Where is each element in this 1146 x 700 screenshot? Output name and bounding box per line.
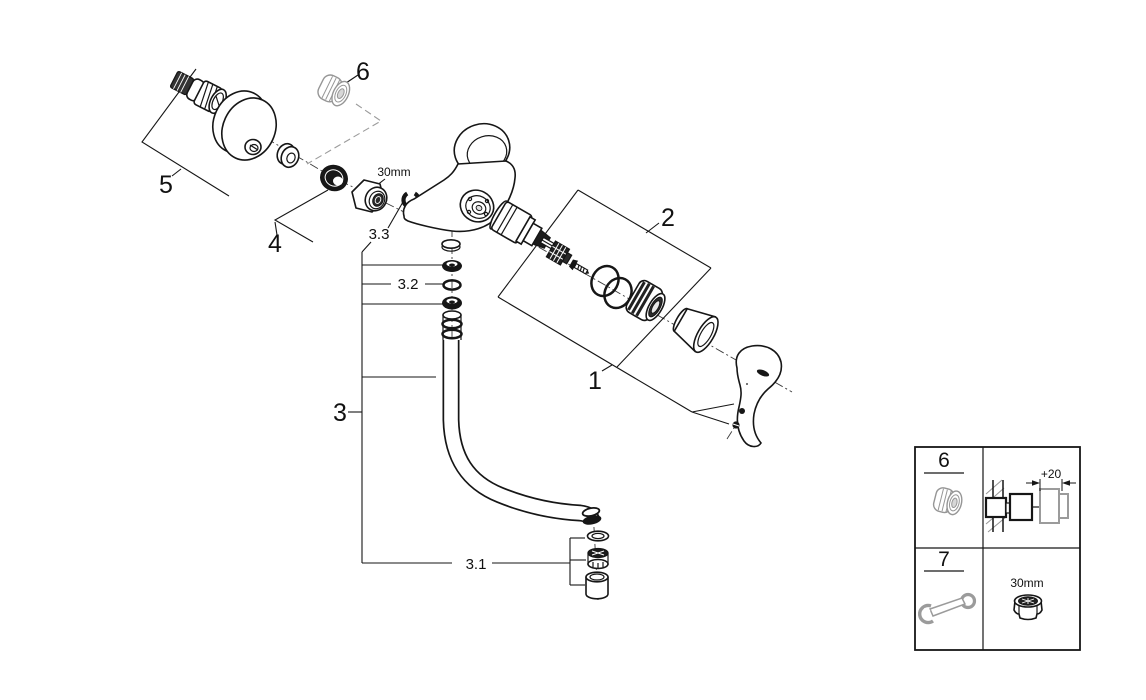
wrench-icon (917, 592, 977, 625)
callout-1: 1 (588, 367, 602, 395)
inset-6-number: 6 (938, 449, 950, 472)
callout-labels: 5 4 6 2 1 3 3.3 3.2 3.1 30mm (159, 58, 675, 573)
cap-ring (625, 279, 666, 322)
callout-3-2: 3.2 (398, 276, 419, 293)
union-nut (351, 179, 388, 213)
fixing-screw (569, 259, 590, 275)
existing-union-icon (984, 496, 1008, 519)
faucet-body (402, 122, 516, 233)
callout-4: 4 (268, 230, 282, 258)
inset-item-6: 6 (924, 449, 964, 516)
inset-panel: 6 + (914, 446, 1081, 651)
callout-5: 5 (159, 171, 173, 199)
wall-union-fitting (169, 71, 228, 115)
callout-lines (141, 68, 735, 586)
dome-cap (672, 307, 719, 354)
callout-3-1: 3.1 (466, 556, 487, 573)
inset-nut: 30mm (1010, 576, 1044, 621)
callout-3: 3 (333, 399, 347, 427)
callout-3-3: 3.3 (369, 226, 390, 243)
inset-nut-size-label: 30mm (1010, 576, 1043, 590)
cone-seal (320, 164, 348, 192)
extension-position-icon (1039, 488, 1060, 524)
escutcheon (212, 90, 277, 161)
lever-handle (735, 344, 783, 448)
aerator-insert (587, 547, 609, 570)
cartridge (489, 200, 555, 250)
callout-6: 6 (356, 58, 370, 86)
handle-screws (732, 408, 745, 429)
callout-2: 2 (661, 204, 675, 232)
cartridge-adapter (545, 240, 573, 266)
extension-adapter-icon (932, 487, 963, 516)
seal-stack (441, 239, 462, 310)
union-nut-icon (1013, 594, 1043, 621)
spout-pipe (441, 310, 602, 525)
nut-size-label: 30mm (377, 165, 410, 179)
sealing-washer (276, 142, 300, 169)
extension-adapter (317, 74, 351, 107)
wall-section-diagram: +20 (984, 467, 1076, 533)
spout-washer (586, 530, 610, 542)
inset-item-7: 7 (917, 548, 977, 625)
aerator-sleeve (585, 571, 609, 600)
extension-dimension-label: +20 (1041, 467, 1062, 481)
inset-7-number: 7 (938, 548, 950, 571)
